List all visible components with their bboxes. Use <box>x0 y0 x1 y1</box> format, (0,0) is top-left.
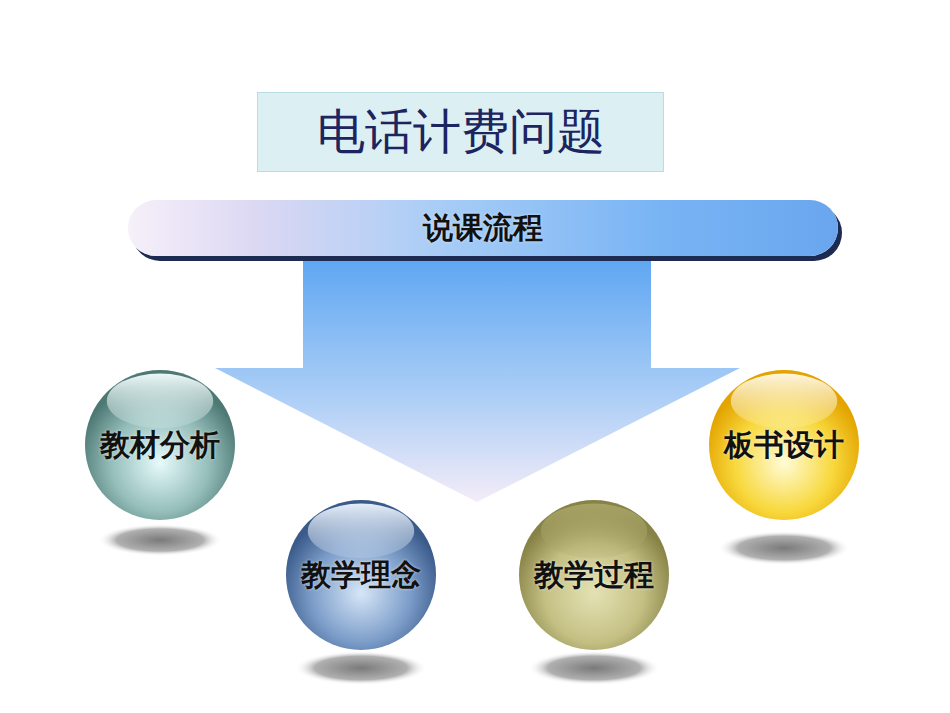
topic-sphere: 教学理念 <box>285 499 437 651</box>
band-label: 说课流程 <box>423 208 543 249</box>
sphere-highlight <box>107 374 213 429</box>
title-box: 电话计费问题 <box>257 92 664 172</box>
sphere-body <box>519 500 669 650</box>
sphere-body <box>709 370 859 520</box>
sphere-label: 教材分析 <box>100 425 220 466</box>
sphere-label: 教学理念 <box>301 555 421 596</box>
title-text: 电话计费问题 <box>317 100 605 164</box>
sphere-label: 教学过程 <box>534 555 654 596</box>
sphere-body <box>286 500 436 650</box>
sphere-shadow <box>295 651 427 685</box>
topic-sphere: 板书设计 <box>708 369 860 521</box>
sphere-shadow <box>98 524 222 556</box>
flow-band: 说课流程 <box>128 200 838 256</box>
topic-sphere: 教材分析 <box>84 369 236 521</box>
sphere-label: 板书设计 <box>724 425 844 466</box>
sphere-body <box>85 370 235 520</box>
topic-sphere: 教学过程 <box>518 499 670 651</box>
sphere-highlight <box>308 504 414 559</box>
funnel-arrow <box>215 258 740 502</box>
sphere-highlight <box>541 504 647 559</box>
sphere-shadow <box>528 651 660 685</box>
sphere-shadow <box>718 531 850 565</box>
sphere-highlight <box>731 374 837 429</box>
